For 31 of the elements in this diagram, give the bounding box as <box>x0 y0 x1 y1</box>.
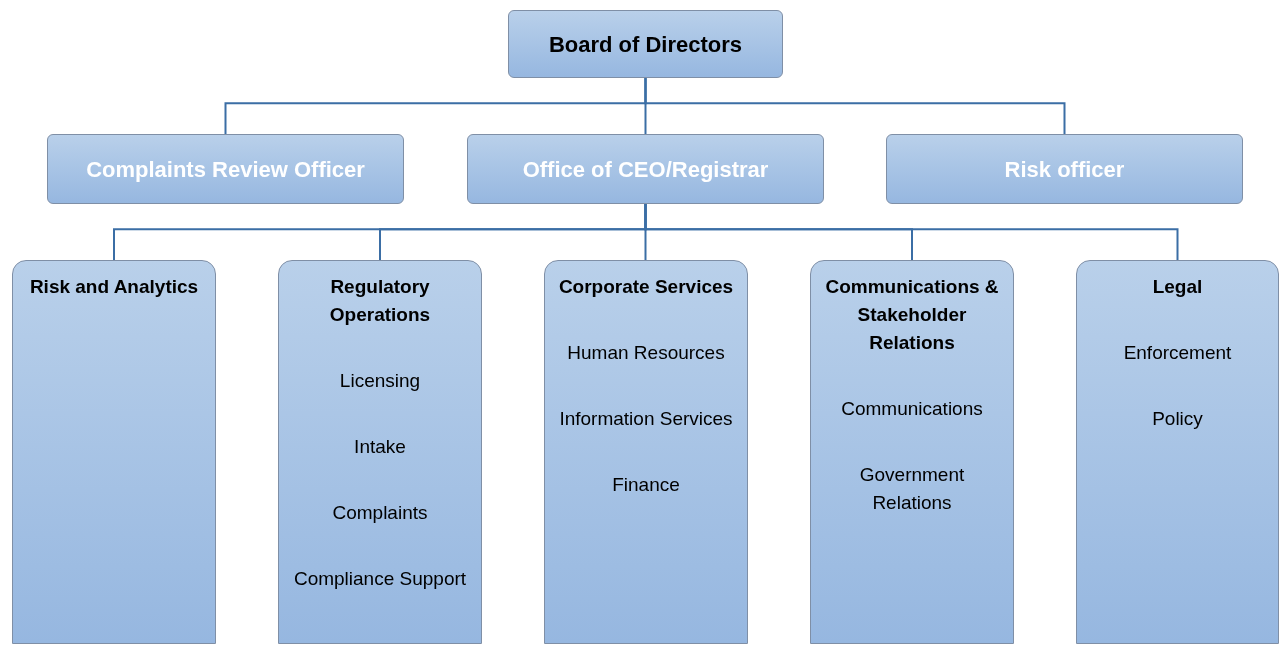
unit-label: Enforcement <box>1123 341 1232 365</box>
department-column <box>810 260 1014 644</box>
connector-line <box>644 203 1179 261</box>
board-box <box>508 10 783 78</box>
department-column <box>278 260 482 644</box>
unit-label: Policy <box>1152 407 1203 431</box>
department-column <box>1076 260 1279 644</box>
connector-line <box>644 77 1066 135</box>
unit-label: Communications <box>841 397 983 421</box>
department-column <box>544 260 748 644</box>
box-title: Board of Directors <box>548 30 743 59</box>
unit-label: Complaints <box>332 501 428 525</box>
box-title: Office of CEO/Registrar <box>522 155 769 184</box>
unit-label: Information Services <box>559 407 733 431</box>
officer-box <box>47 134 404 204</box>
box-title: Complaints Review Officer <box>86 155 365 184</box>
officer-box <box>467 134 824 204</box>
unit-label: Government Relations <box>858 463 966 515</box>
unit-label: Compliance Support <box>293 567 467 591</box>
department-heading: Corporate Services <box>558 275 734 299</box>
box-title: Risk officer <box>1004 155 1125 184</box>
department-column <box>12 260 216 644</box>
department-heading: Risk and Analytics <box>29 275 199 299</box>
unit-label: Intake <box>354 435 406 459</box>
officer-box <box>886 134 1243 204</box>
department-heading: Regulatory Operations <box>328 275 432 327</box>
department-heading: Communications & Stakeholder Relations <box>824 275 1000 355</box>
unit-label: Licensing <box>339 369 421 393</box>
department-heading: Legal <box>1152 275 1203 299</box>
unit-label: Human Resources <box>567 341 725 365</box>
unit-label: Finance <box>612 473 680 497</box>
